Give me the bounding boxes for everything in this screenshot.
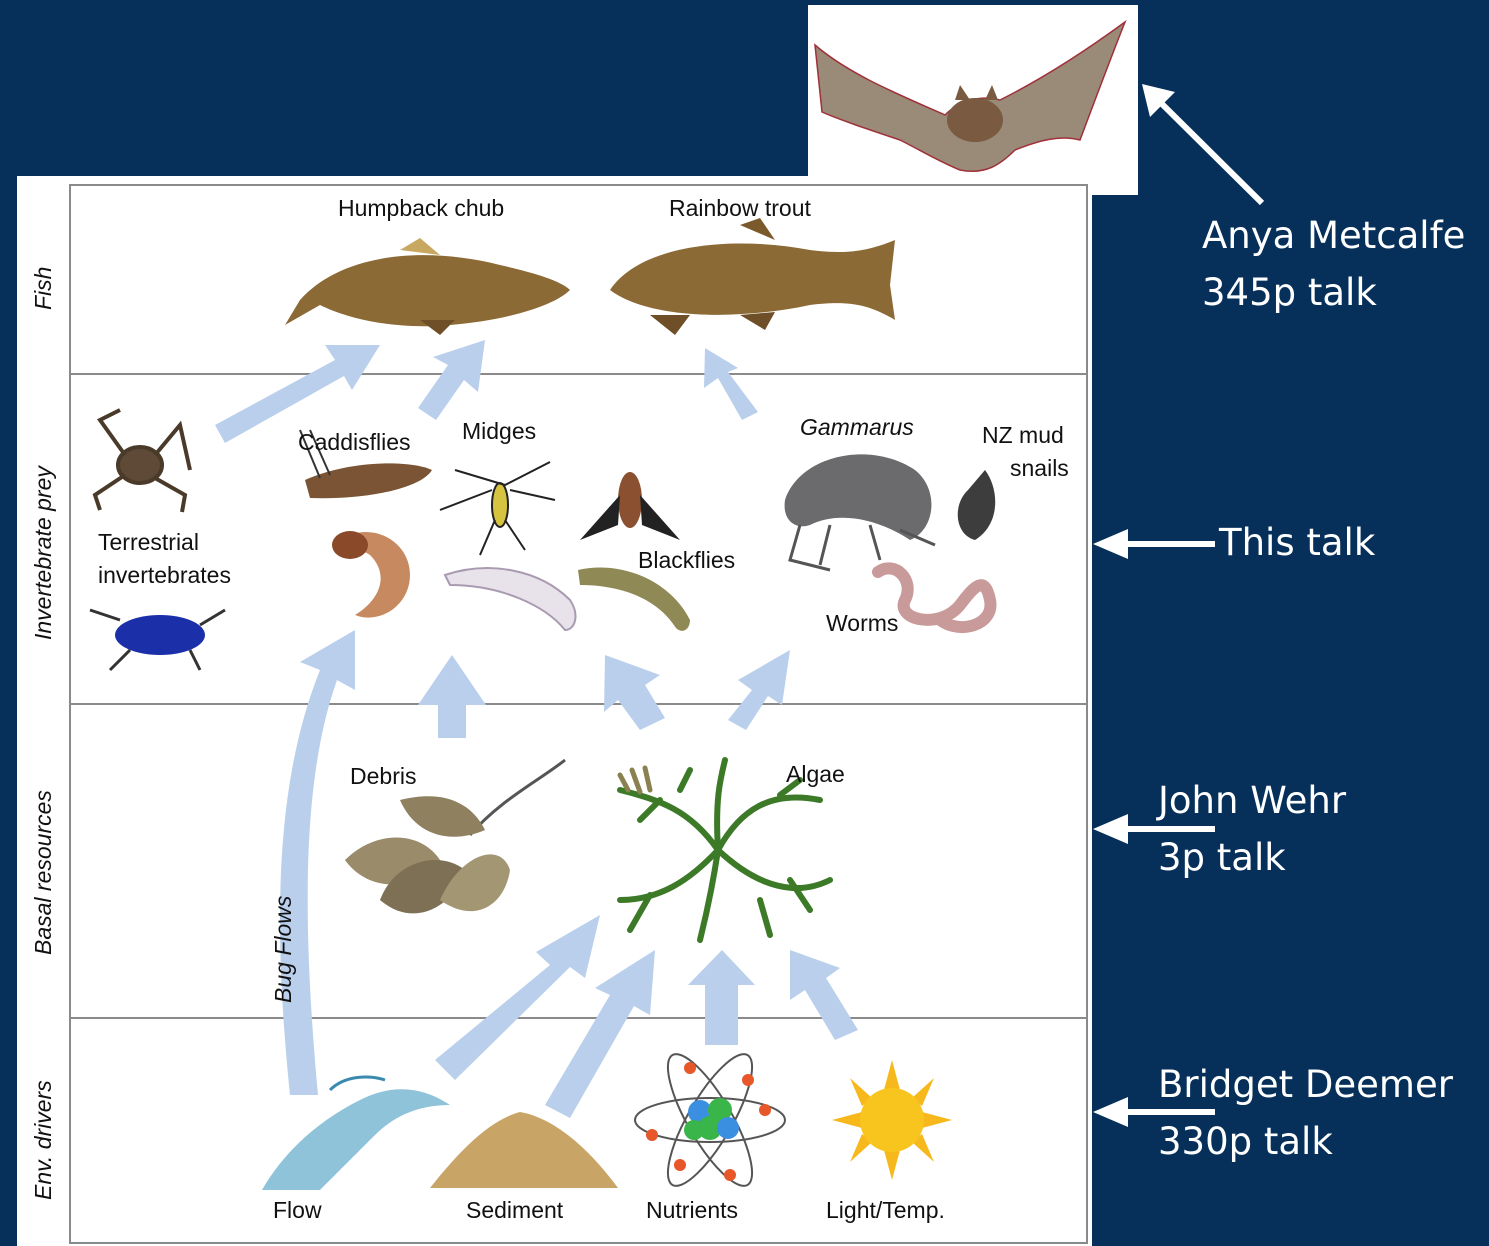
label-gammarus: Gammarus <box>800 414 914 441</box>
spider-image <box>95 410 190 512</box>
label-worms: Worms <box>826 610 898 637</box>
nutrients-to-algae-arrow <box>688 950 755 1045</box>
sediment-pile-image <box>430 1112 618 1188</box>
label-caddisflies: Caddisflies <box>298 429 411 456</box>
label-bug-flows: Bug Flows <box>270 896 297 1003</box>
blackfly-adult-image <box>580 472 680 540</box>
talk-bridget-name: Bridget Deemer <box>1158 1057 1453 1113</box>
algae-to-blackflies-arrow <box>604 655 665 730</box>
label-debris: Debris <box>350 763 416 790</box>
talk-john-name: John Wehr <box>1158 773 1346 829</box>
sun-image <box>832 1060 952 1180</box>
debris-to-midges-arrow <box>418 655 486 738</box>
talk-john-time: 3p talk <box>1158 830 1286 886</box>
mud-snail-image <box>958 470 995 540</box>
label-algae: Algae <box>786 761 845 788</box>
humpback-chub-image <box>280 238 570 335</box>
label-nutrients: Nutrients <box>646 1197 738 1224</box>
nutrients-atom-image <box>635 1044 785 1196</box>
label-flow: Flow <box>273 1197 322 1224</box>
label-light-temp: Light/Temp. <box>826 1197 945 1224</box>
label-terrestrial-line1: Terrestrial <box>98 529 199 556</box>
gammarus-image <box>785 454 935 570</box>
label-blackflies: Blackflies <box>638 547 735 574</box>
row-label-basal-resources: Basal resources <box>30 790 57 955</box>
bug-flows-arrow <box>280 630 355 1095</box>
blackfly-larva-image <box>578 567 690 630</box>
row-label-env-drivers: Env. drivers <box>30 1080 57 1200</box>
midge-adult-image <box>440 462 555 555</box>
bat-image <box>815 22 1125 171</box>
row-label-fish: Fish <box>30 267 57 310</box>
beetle-image <box>90 610 225 670</box>
label-humpback-chub: Humpback chub <box>338 195 504 222</box>
caddis-to-chub-arrow <box>418 340 485 420</box>
rainbow-trout-image <box>610 218 895 335</box>
talk-bridget-time: 330p talk <box>1158 1114 1333 1170</box>
midge-larva-image <box>445 568 575 630</box>
label-nz-mud-snails-line1: NZ mud <box>982 422 1064 449</box>
caddisfly-larva-image <box>332 531 410 618</box>
light-to-algae-arrow <box>790 950 858 1040</box>
talk-anya-name: Anya Metcalfe <box>1202 208 1465 264</box>
label-midges: Midges <box>462 418 536 445</box>
label-rainbow-trout: Rainbow trout <box>669 195 811 222</box>
talk-this-talk: This talk <box>1219 515 1375 571</box>
row-label-invertebrate-prey: Invertebrate prey <box>30 466 57 640</box>
label-sediment: Sediment <box>466 1197 563 1224</box>
talk-anya-time: 345p talk <box>1202 265 1377 321</box>
label-nz-mud-snails-line2: snails <box>1010 455 1069 482</box>
label-terrestrial-line2: invertebrates <box>98 562 231 589</box>
algae-to-worms-arrow <box>728 650 790 730</box>
gammarus-to-trout-arrow <box>704 348 758 420</box>
